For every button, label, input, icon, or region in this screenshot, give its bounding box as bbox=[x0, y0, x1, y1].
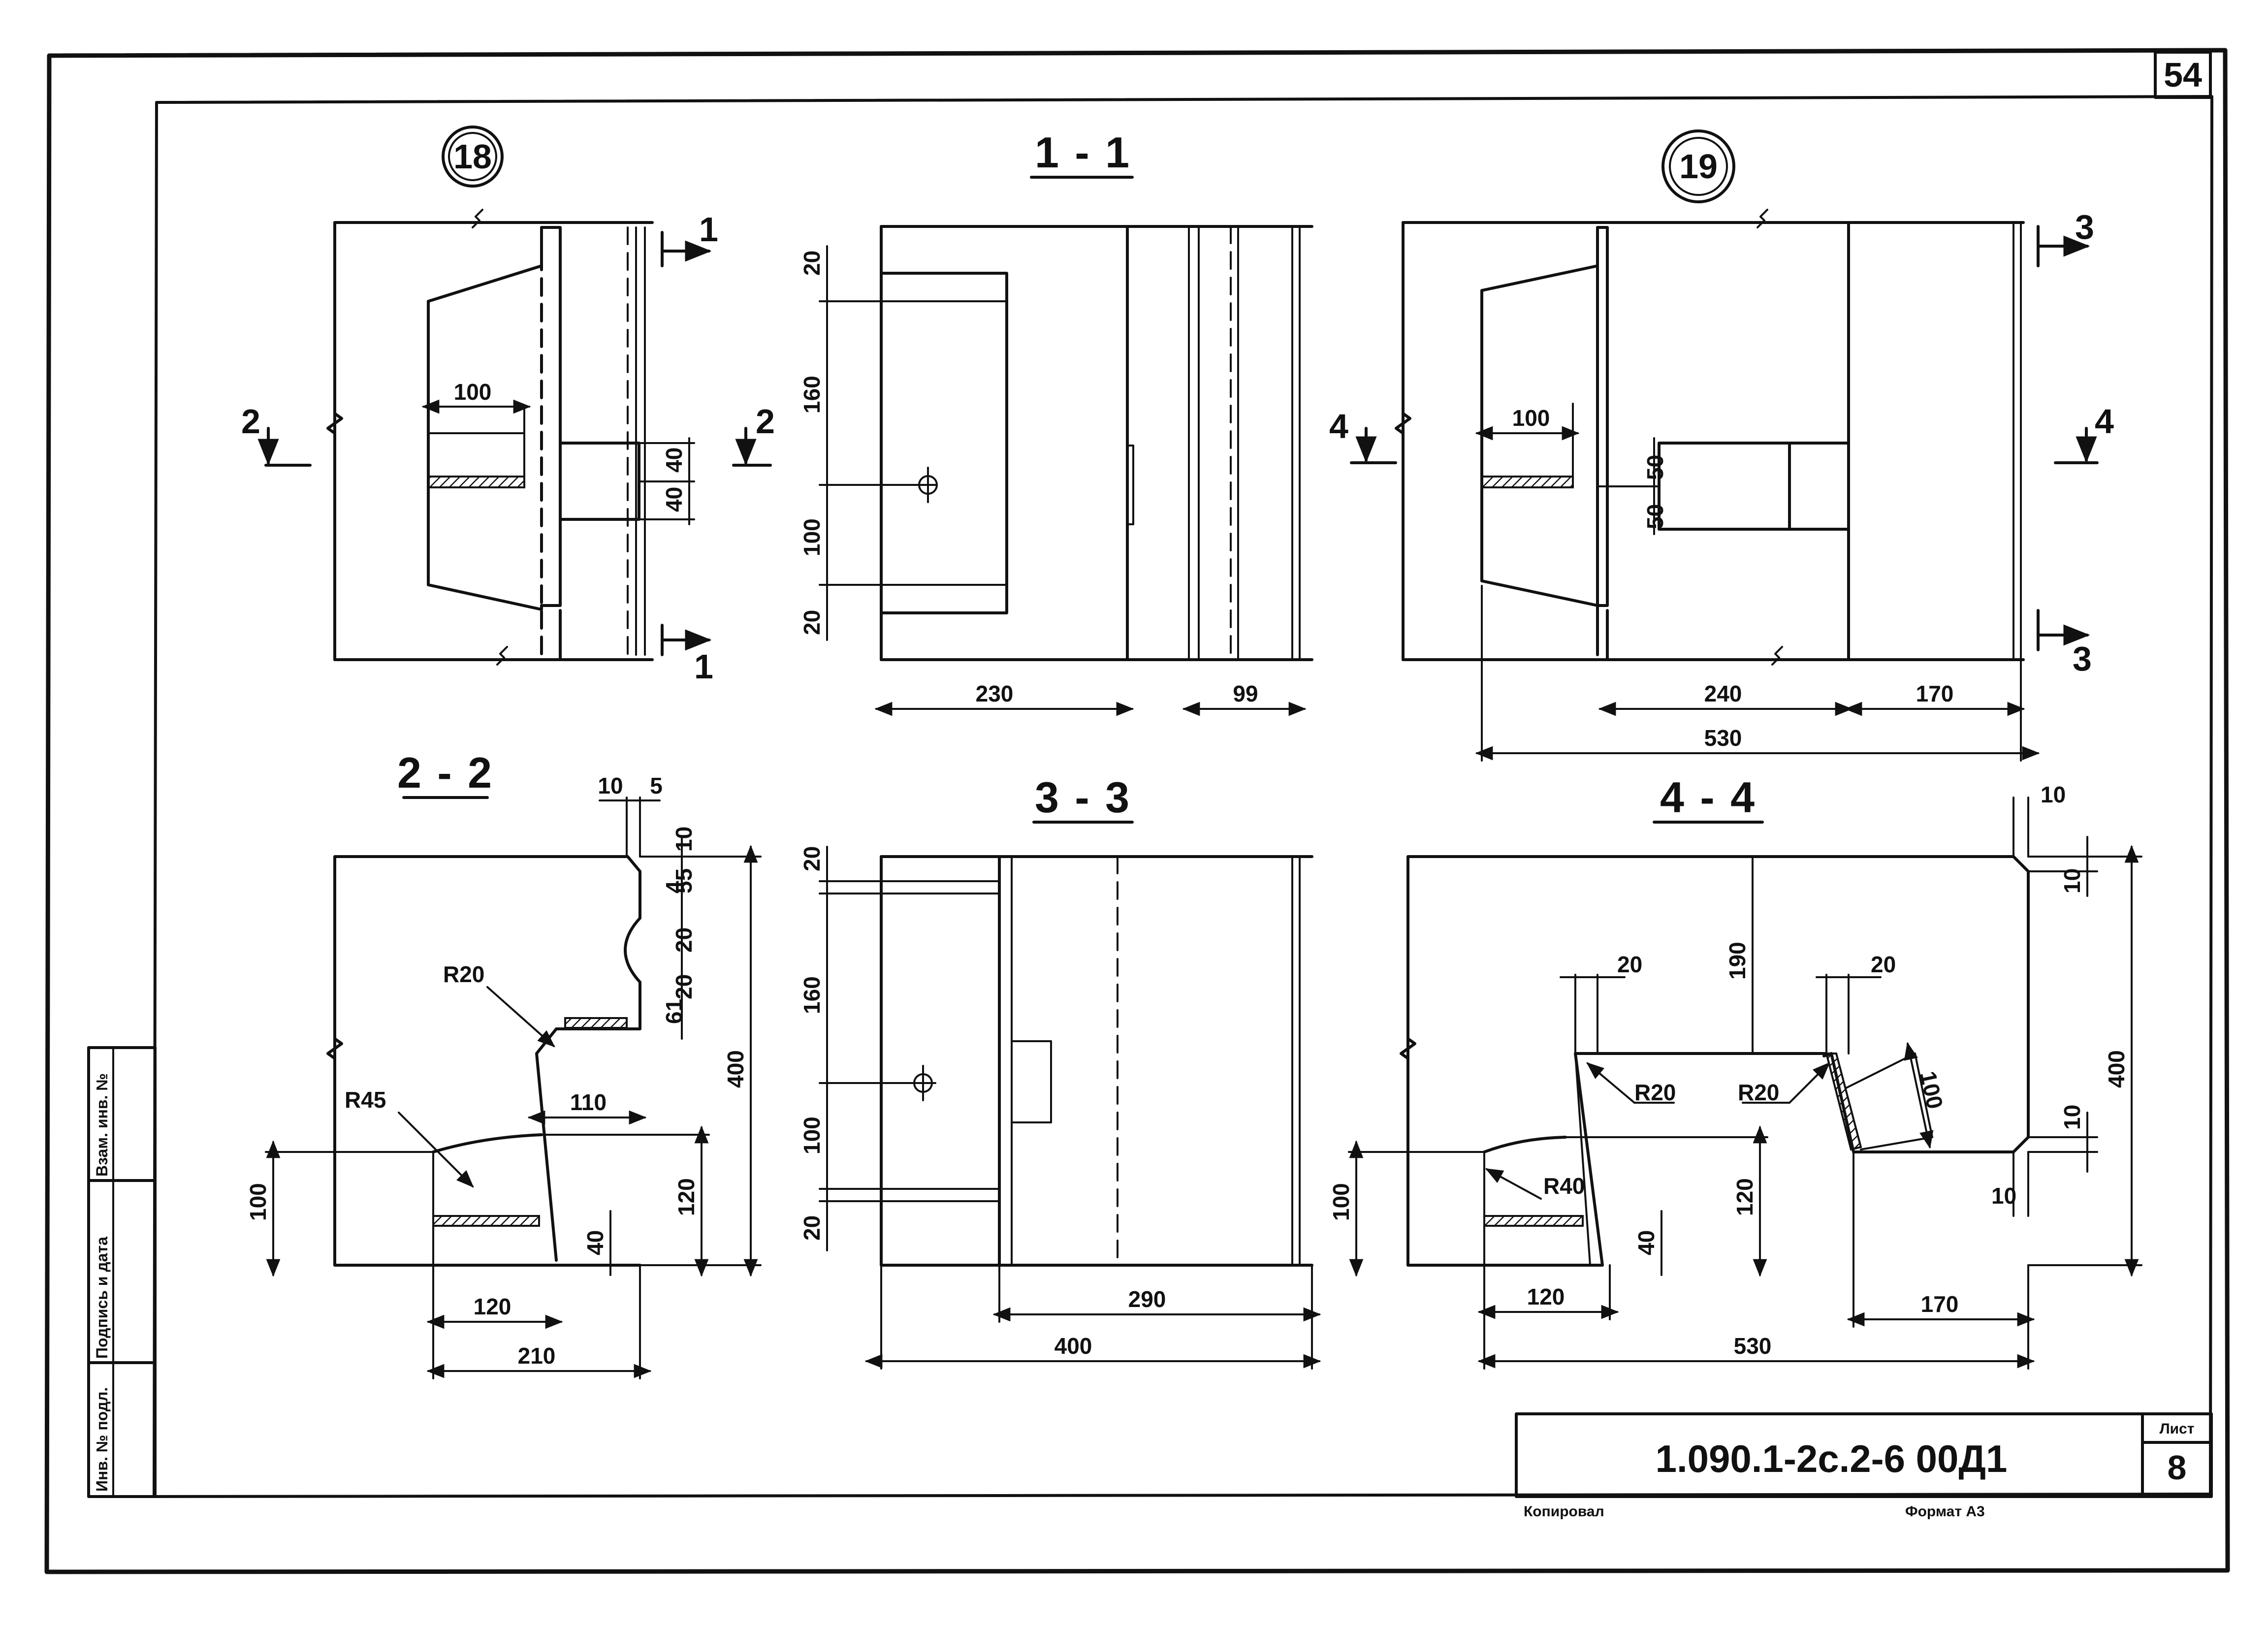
dim-s11-20b: 20 bbox=[799, 610, 825, 635]
cut-3-bottom: 3 bbox=[2073, 639, 2092, 678]
node-19-view: 19 100 50 50 240 170 530 3 3 bbox=[1329, 129, 2114, 762]
dim-s44-10d: 10 bbox=[1991, 1183, 2016, 1209]
dim-n18-100: 100 bbox=[454, 379, 492, 405]
dim-s33-100: 100 bbox=[799, 1117, 825, 1154]
dim-s44-190: 190 bbox=[1725, 942, 1750, 980]
dim-s44-r40: R40 bbox=[1543, 1173, 1585, 1199]
dim-n18-40a: 40 bbox=[661, 447, 687, 473]
dim-n19-240: 240 bbox=[1704, 681, 1742, 706]
dim-s22-5: 5 bbox=[650, 773, 663, 798]
dim-n19-50b: 50 bbox=[1642, 504, 1668, 529]
dim-n19-170: 170 bbox=[1916, 681, 1954, 706]
dim-s22-4: 4 bbox=[661, 881, 687, 894]
dim-s33-290: 290 bbox=[1128, 1286, 1166, 1312]
dim-s22-210: 210 bbox=[518, 1343, 556, 1369]
node-19-label: 19 bbox=[1679, 147, 1718, 186]
dim-s11-160: 160 bbox=[799, 376, 825, 414]
dim-s22-55: 55 bbox=[671, 868, 697, 894]
dim-s44-10a: 10 bbox=[2041, 782, 2066, 807]
dim-s22-100: 100 bbox=[245, 1183, 271, 1221]
dim-s22-61: 61 bbox=[661, 999, 687, 1024]
section-1-1-label: 1 - 1 bbox=[1035, 128, 1131, 177]
stamp-signature-date: Подпись и дата bbox=[93, 1237, 111, 1359]
dim-s44-120v: 120 bbox=[1732, 1178, 1757, 1216]
page-number-box: 54 bbox=[2154, 51, 2212, 99]
sheet-label: Лист bbox=[2160, 1421, 2195, 1437]
dim-s44-r20a: R20 bbox=[1634, 1080, 1676, 1105]
dim-s44-10c: 10 bbox=[2059, 1105, 2085, 1130]
cut-4-left: 4 bbox=[1329, 407, 1348, 446]
dim-s22-r20: R20 bbox=[443, 961, 484, 987]
copied-label: Копировал bbox=[1524, 1503, 1604, 1520]
dim-s22-120: 120 bbox=[474, 1294, 511, 1319]
dim-s44-10b: 10 bbox=[2059, 868, 2085, 894]
dim-s44-120: 120 bbox=[1527, 1284, 1565, 1309]
cut-1-top: 1 bbox=[699, 210, 718, 249]
node-18-label: 18 bbox=[453, 137, 492, 176]
cut-2-left: 2 bbox=[241, 402, 260, 441]
dim-s22-10v: 10 bbox=[671, 827, 697, 852]
cut-2-right: 2 bbox=[756, 402, 775, 441]
dim-s22-400: 400 bbox=[723, 1050, 748, 1088]
dim-n18-40b: 40 bbox=[661, 487, 687, 512]
dim-s44-20a: 20 bbox=[1617, 952, 1642, 977]
title-block: Лист 8 1.090.1-2с.2-6 00Д1 Копировал Фор… bbox=[1515, 1412, 2213, 1520]
dim-s44-20b: 20 bbox=[1871, 952, 1896, 977]
dim-s33-400: 400 bbox=[1054, 1333, 1092, 1359]
dim-s22-40: 40 bbox=[582, 1230, 608, 1255]
dim-s44-530: 530 bbox=[1734, 1333, 1772, 1359]
dim-n19-530: 530 bbox=[1704, 725, 1742, 751]
dim-s22-r45: R45 bbox=[345, 1087, 386, 1113]
cut-3-top: 3 bbox=[2075, 208, 2094, 246]
section-2-2-view: 2 - 2 10 5 10 4 55 20 61 20 R20 R45 110 … bbox=[245, 748, 762, 1379]
format-label: Формат А3 bbox=[1905, 1503, 1985, 1520]
dim-s11-100: 100 bbox=[799, 518, 825, 556]
dim-s33-160: 160 bbox=[799, 976, 825, 1014]
dim-n19-50a: 50 bbox=[1642, 455, 1668, 480]
section-4-4-label: 4 - 4 bbox=[1660, 773, 1757, 822]
dim-s22-20b: 20 bbox=[671, 974, 697, 999]
cut-1-bottom: 1 bbox=[694, 647, 713, 686]
side-stamp: Инв. № подл. Подпись и дата Взам. инв. № bbox=[87, 1046, 157, 1498]
dim-s22-20: 20 bbox=[671, 927, 697, 953]
section-3-3-view: 3 - 3 20 160 100 20 290 400 bbox=[799, 773, 1321, 1370]
stamp-replace-inv: Взам. инв. № bbox=[93, 1073, 111, 1177]
dim-s11-99: 99 bbox=[1233, 681, 1258, 706]
dim-s22-10: 10 bbox=[598, 773, 623, 798]
sheet-number: 8 bbox=[2168, 1448, 2187, 1487]
section-2-2-label: 2 - 2 bbox=[397, 748, 494, 797]
dim-s44-r20b: R20 bbox=[1738, 1080, 1779, 1105]
dim-s11-20a: 20 bbox=[799, 251, 825, 276]
dim-s11-230: 230 bbox=[976, 681, 1014, 706]
dim-s33-20b: 20 bbox=[799, 1215, 825, 1241]
page-number: 54 bbox=[2164, 56, 2202, 94]
dim-n19-100: 100 bbox=[1512, 405, 1550, 431]
document-code: 1.090.1-2с.2-6 00Д1 bbox=[1656, 1437, 2008, 1480]
dim-s22-110: 110 bbox=[570, 1089, 607, 1115]
dim-s44-170: 170 bbox=[1921, 1291, 1959, 1317]
dim-s44-40: 40 bbox=[1633, 1230, 1659, 1255]
dim-s33-20a: 20 bbox=[799, 846, 825, 871]
stamp-inv-no: Инв. № подл. bbox=[93, 1387, 111, 1492]
cut-4-right: 4 bbox=[2095, 402, 2114, 441]
dim-s44-100: 100 bbox=[1328, 1183, 1354, 1221]
node-18-view: 18 100 40 40 1 1 2 bbox=[241, 126, 775, 686]
dim-s22-120v: 120 bbox=[673, 1178, 699, 1216]
outer-frame bbox=[44, 48, 2230, 1574]
dim-s44-400: 400 bbox=[2104, 1050, 2129, 1088]
section-3-3-label: 3 - 3 bbox=[1035, 773, 1131, 822]
section-1-1-view: 1 - 1 20 160 100 20 230 99 bbox=[799, 128, 1313, 716]
section-4-4-view: 4 - 4 190 10 10 20 20 R20 R20 100 bbox=[1328, 773, 2142, 1370]
